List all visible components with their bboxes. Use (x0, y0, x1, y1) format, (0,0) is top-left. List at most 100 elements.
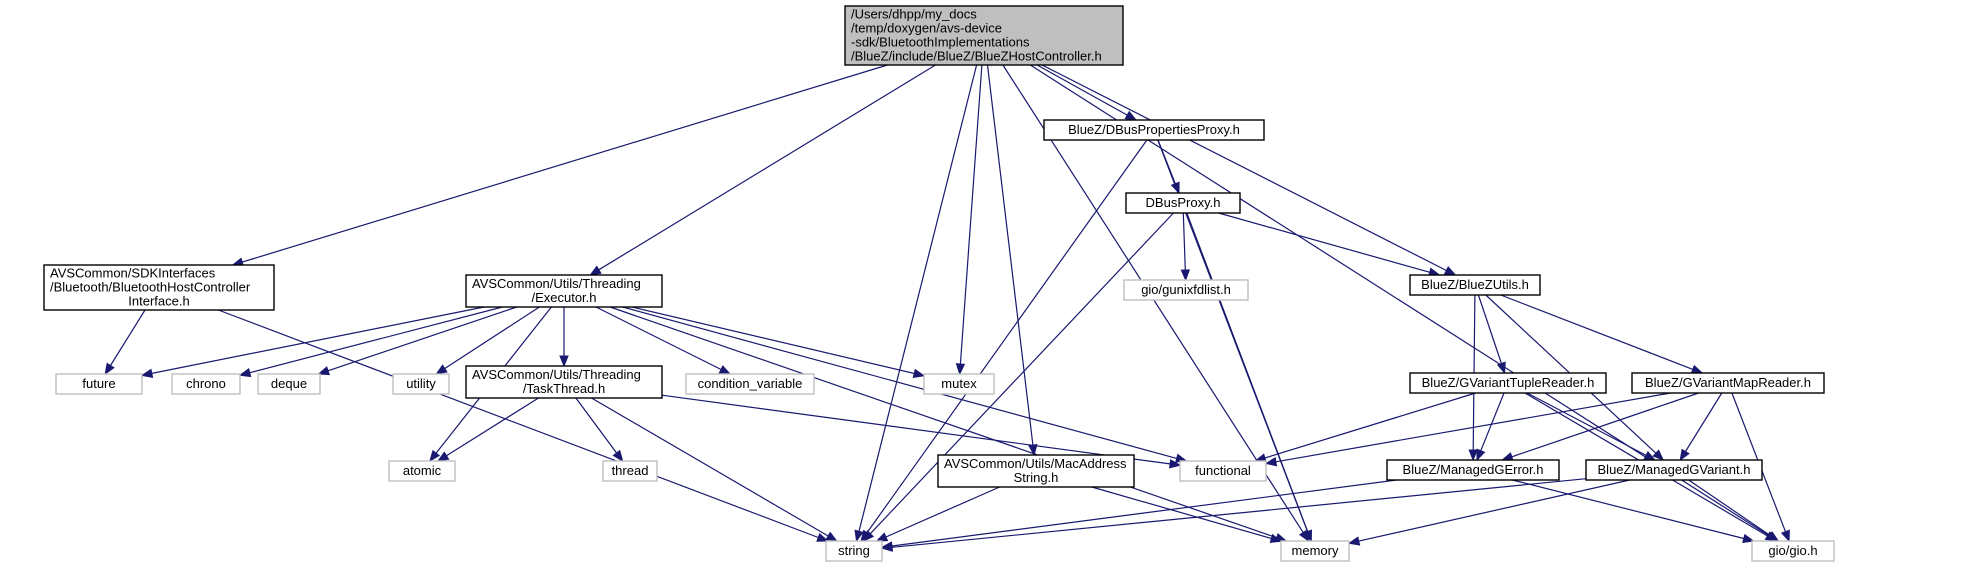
node-box-bluezutils (1409, 274, 1541, 296)
node-label-executor-1: /Executor.h (531, 290, 596, 305)
node-atomic: atomic (388, 460, 456, 482)
node-box-condvar (685, 373, 815, 395)
node-label-sdkif-1: /Bluetooth/BluetoothHostController (50, 280, 251, 295)
node-dbusproxy[interactable]: DBusProxy.h (1125, 192, 1241, 214)
edge-executor-to-utility (444, 306, 540, 370)
node-box-mapreader (1631, 372, 1825, 394)
node-label-sdkif-2: Interface.h (128, 294, 189, 309)
edge-arrowhead-mapreader-to-gvariant (1679, 448, 1690, 462)
node-root[interactable]: /Users/dhpp/my_docs/temp/doxygen/avs-dev… (844, 5, 1124, 66)
edge-arrowhead-taskthread-to-string (825, 531, 838, 542)
node-dbusprops[interactable]: BlueZ/DBusPropertiesProxy.h (1043, 119, 1265, 141)
edge-arrowhead-executor-to-mutex (912, 368, 926, 379)
edge-executor-to-mutex (631, 306, 915, 375)
edge-arrowhead-root-to-dbusprops (1124, 110, 1138, 121)
node-mapreader[interactable]: BlueZ/GVariantMapReader.h (1631, 372, 1825, 394)
edge-executor-to-future (151, 306, 485, 374)
edge-dbusprops-to-string (866, 139, 1148, 534)
edge-gvariant-to-string (891, 478, 1587, 548)
edge-arrowhead-bluezutils-to-tuplereader (1496, 361, 1506, 375)
node-label-future-0: future (82, 376, 115, 391)
edge-sdkif-to-future (109, 309, 146, 366)
edge-gerror-to-giogio (1512, 479, 1744, 540)
node-memory: memory (1280, 540, 1350, 562)
node-label-mutex-0: mutex (941, 376, 977, 391)
edge-sdkif-to-string (218, 309, 819, 539)
node-label-dbusproxy-0: DBusProxy.h (1146, 195, 1221, 210)
node-executor[interactable]: AVSCommon/Utils/Threading/Executor.h (465, 274, 663, 308)
node-box-taskthread (465, 365, 663, 399)
edge-root-to-dbusprops (1036, 64, 1128, 116)
node-label-dbusprops-0: BlueZ/DBusPropertiesProxy.h (1068, 122, 1240, 137)
edge-arrowhead-dbusproxy-to-string (862, 530, 875, 542)
edge-arrowhead-dbusproxy-to-memory (1303, 529, 1312, 543)
edge-executor-to-chrono (249, 306, 503, 374)
node-box-gvariant (1585, 459, 1763, 481)
edge-arrowhead-executor-to-condvar (718, 365, 732, 375)
edge-mapreader-to-functional (1275, 392, 1671, 463)
edge-root-to-bluezutils (1041, 64, 1447, 272)
edge-arrowhead-gerror-to-giogio (1742, 533, 1755, 543)
node-label-gunix-0: gio/gunixfdlist.h (1141, 282, 1231, 297)
node-label-giogio-0: gio/gio.h (1768, 543, 1817, 558)
edge-arrowhead-executor-to-chrono (238, 367, 252, 378)
edge-arrowhead-sdkif-to-future (104, 362, 115, 376)
node-box-dbusprops (1043, 119, 1265, 141)
node-box-utility (392, 373, 450, 395)
edge-macaddr-to-string (885, 486, 1000, 538)
node-mutex: mutex (923, 373, 995, 395)
edge-arrowhead-executor-to-utility (435, 364, 448, 375)
edge-mapreader-to-gerror (1511, 392, 1699, 458)
edge-root-to-macaddr (986, 64, 1034, 446)
edge-bluezutils-to-mapreader (1500, 294, 1694, 370)
edge-bluezutils-to-tuplereader (1477, 294, 1502, 364)
node-gerror[interactable]: BlueZ/ManagedGError.h (1386, 459, 1560, 481)
node-tuplereader[interactable]: BlueZ/GVariantTupleReader.h (1409, 372, 1607, 394)
node-label-tuplereader-0: BlueZ/GVariantTupleReader.h (1422, 375, 1595, 390)
node-box-root (844, 5, 1124, 66)
node-bluezutils[interactable]: BlueZ/BlueZUtils.h (1409, 274, 1541, 296)
edge-executor-to-memory (610, 306, 1277, 539)
edge-arrowhead-root-to-string (854, 529, 864, 543)
edge-arrowhead-executor-to-taskthread (559, 355, 569, 368)
node-gvariant[interactable]: BlueZ/ManagedGVariant.h (1585, 459, 1763, 481)
node-label-gerror-0: BlueZ/ManagedGError.h (1403, 462, 1544, 477)
node-label-root-2: -sdk/BluetoothImplementations (851, 35, 1030, 50)
node-box-sdkif (43, 264, 275, 311)
node-box-string (825, 540, 883, 562)
node-label-functional-0: functional (1195, 463, 1251, 478)
node-chrono: chrono (171, 373, 241, 395)
edge-tuplereader-to-gvariant (1526, 392, 1647, 456)
node-label-macaddr-0: AVSCommon/Utils/MacAddress (944, 456, 1127, 471)
edge-arrowhead-mapreader-to-giogio (1780, 529, 1790, 543)
edge-dbusproxy-to-memory (1186, 212, 1309, 532)
node-sdkif[interactable]: AVSCommon/SDKInterfaces/Bluetooth/Blueto… (43, 264, 275, 311)
edge-arrowhead-taskthread-to-atomic (436, 451, 450, 462)
node-condvar: condition_variable (685, 373, 815, 395)
node-thread: thread (602, 460, 658, 482)
edge-executor-to-functional (622, 306, 1177, 459)
node-label-taskthread-0: AVSCommon/Utils/Threading (472, 367, 641, 382)
edge-gerror-to-string (891, 479, 1397, 547)
node-box-future (55, 373, 143, 395)
edge-executor-to-deque (327, 306, 517, 372)
edge-arrowhead-executor-to-future (140, 368, 154, 379)
node-box-giogio (1751, 540, 1835, 562)
edge-arrowhead-gvariant-to-giogio (1766, 531, 1780, 542)
edge-arrowhead-bluezutils-to-gerror (1468, 449, 1478, 462)
edge-mapreader-to-gvariant (1684, 392, 1723, 452)
node-deque: deque (257, 373, 321, 395)
node-label-thread-0: thread (612, 463, 649, 478)
node-box-mutex (923, 373, 995, 395)
node-functional: functional (1179, 460, 1267, 482)
edge-arrowhead-taskthread-to-thread (612, 449, 624, 463)
node-label-condvar-0: condition_variable (698, 376, 803, 391)
node-taskthread[interactable]: AVSCommon/Utils/Threading/TaskThread.h (465, 365, 663, 399)
edge-arrowhead-executor-to-deque (317, 366, 331, 376)
node-box-atomic (388, 460, 456, 482)
node-label-root-1: /temp/doxygen/avs-device (851, 21, 1002, 36)
edge-arrowhead-root-to-bluezutils (1443, 266, 1457, 276)
node-label-utility-0: utility (406, 376, 436, 391)
